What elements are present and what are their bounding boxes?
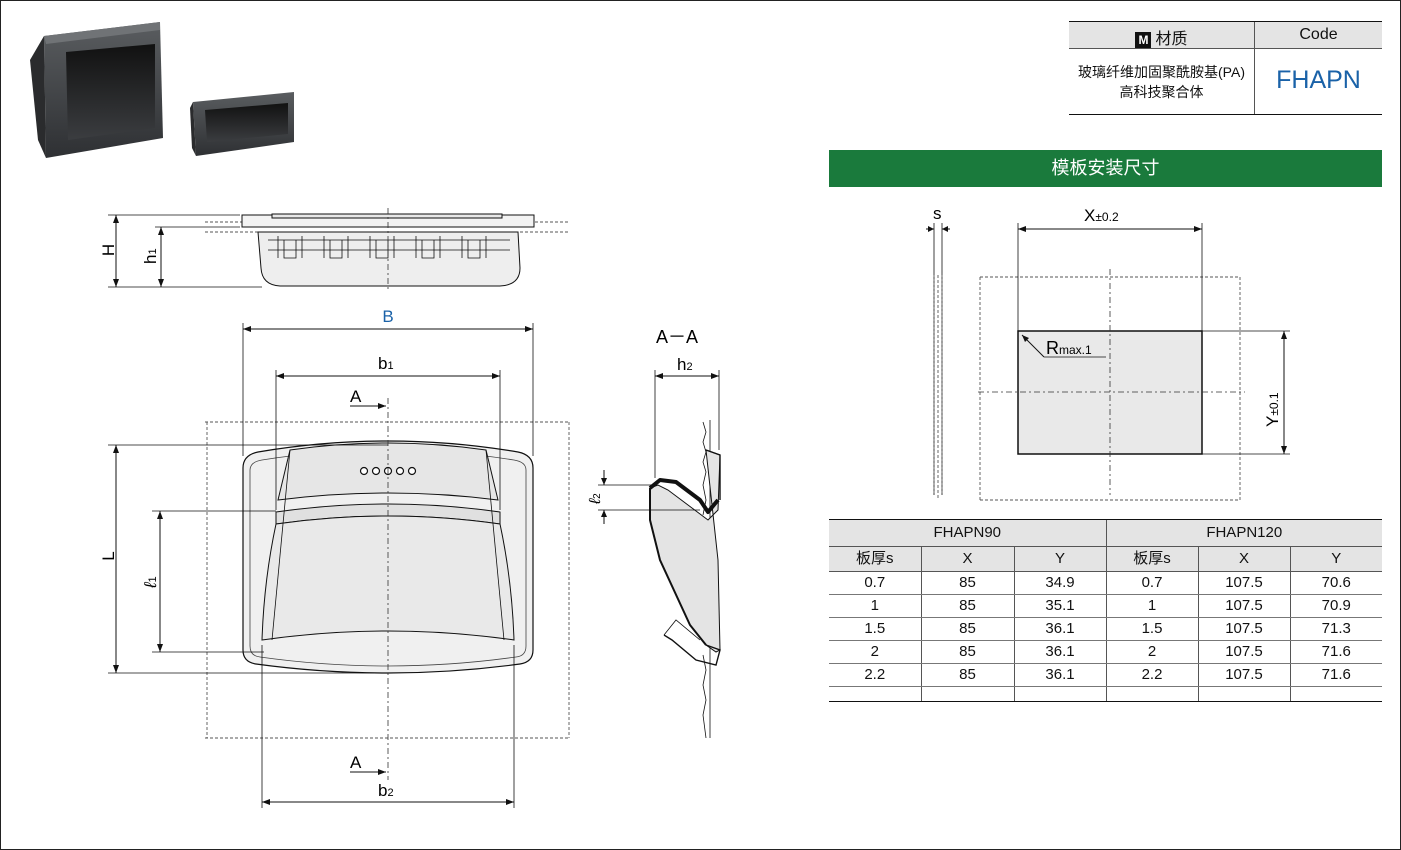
material-line-2: 高科技聚合体 [1119,84,1204,100]
cell-y: 36.1 [1013,617,1106,641]
cell-s: 1 [1105,594,1198,618]
cell-y: 36.1 [1013,640,1106,664]
cell-y: 71.6 [1289,663,1382,687]
cutout-s-label: s [933,204,942,223]
group-header-fhapn90: FHAPN90 [829,519,1106,547]
cell-x: 107.5 [1197,594,1290,618]
table-row: 1.5 85 36.1 1.5 107.5 71.3 [829,617,1382,641]
section-marker-bottom: A [350,753,362,772]
code-value: FHAPN [1276,66,1361,94]
col-header-x: X [920,546,1014,572]
material-header-text: 材质 [1155,31,1188,48]
cell-x: 85 [920,663,1014,687]
code-header: Code [1299,26,1338,43]
col-header-x: X [1197,546,1290,572]
dim-h2-label: h2 [677,355,693,374]
cell-y: 71.3 [1289,617,1382,641]
technical-drawing: H h1 B b1 A A [99,208,721,808]
dim-H-label: H [99,244,118,256]
dim-l2-label: ℓ2 [587,493,604,505]
dim-L-label: L [99,551,118,560]
cell-y: 70.9 [1289,594,1382,618]
cutout-y-label: Y±0.1 [1263,392,1282,427]
cutout-drawing: s X±0.2 Rmax.1 Y±0.1 [926,204,1290,501]
dim-b1-label: b1 [378,354,394,373]
cell-s: 0.7 [829,571,921,595]
cutout-r-label: Rmax.1 [1046,338,1092,358]
cell-s: 0.7 [1105,571,1198,595]
group-header-fhapn120: FHAPN120 [1105,519,1382,547]
cell-s: 1.5 [1105,617,1198,641]
col-header-thickness: 板厚s [829,546,921,572]
cutout-section-title: 模板安装尺寸 [829,150,1382,187]
material-line-1: 玻璃纤维加固聚酰胺基(PA) [1078,64,1245,80]
cell-x: 85 [920,617,1014,641]
table-row: 1 85 35.1 1 107.5 70.9 [829,594,1382,618]
cell-x: 107.5 [1197,617,1290,641]
large-handle-photo [30,22,163,158]
cell-s: 1.5 [829,617,921,641]
dim-h1-label: h1 [141,248,160,264]
dim-B-label: B [382,307,393,326]
product-photos [30,22,294,158]
col-header-y: Y [1013,546,1106,572]
cell-x: 107.5 [1197,663,1290,687]
cell-s: 2 [1105,640,1198,664]
material-badge-icon: M [1135,31,1152,48]
cell-y: 70.6 [1289,571,1382,595]
table-group-header-row: FHAPN90 FHAPN120 [829,519,1382,547]
cell-y: 34.9 [1013,571,1106,595]
cell-s: 2.2 [829,663,921,687]
cell-s: 2.2 [1105,663,1198,687]
dim-b2-label: b2 [378,781,394,800]
section-marker-top: A [350,387,362,406]
table-row: 2 85 36.1 2 107.5 71.6 [829,640,1382,664]
cell-x: 85 [920,640,1014,664]
section-view: A－A h2 ℓ2 [587,327,721,739]
front-view: B b1 A A b2 L ℓ1 [99,307,570,808]
cutout-x-label: X±0.2 [1084,206,1119,225]
cell-y: 36.1 [1013,663,1106,687]
material-table-divider [1254,22,1255,114]
table-spacer-row [829,686,1382,702]
cell-x: 85 [920,594,1014,618]
material-value: 玻璃纤维加固聚酰胺基(PA) 高科技聚合体 [1069,62,1254,102]
top-view: H h1 [99,208,570,292]
cell-x: 107.5 [1197,640,1290,664]
col-header-thickness: 板厚s [1105,546,1198,572]
cell-y: 35.1 [1013,594,1106,618]
dim-l1-label: ℓ1 [141,576,160,589]
table-row: 2.2 85 36.1 2.2 107.5 71.6 [829,663,1382,687]
section-title: A－A [656,327,698,347]
col-header-y: Y [1289,546,1382,572]
table-column-header-row: 板厚s X Y 板厚s X Y [829,546,1382,572]
cell-y: 71.6 [1289,640,1382,664]
cell-x: 85 [920,571,1014,595]
small-handle-photo [190,92,294,156]
cell-s: 2 [829,640,921,664]
plate-thickness-table: FHAPN90 FHAPN120 板厚s X Y 板厚s X Y 0.7 85 … [829,519,1382,702]
table-row: 0.7 85 34.9 0.7 107.5 70.6 [829,571,1382,595]
cell-x: 107.5 [1197,571,1290,595]
cell-s: 1 [829,594,921,618]
